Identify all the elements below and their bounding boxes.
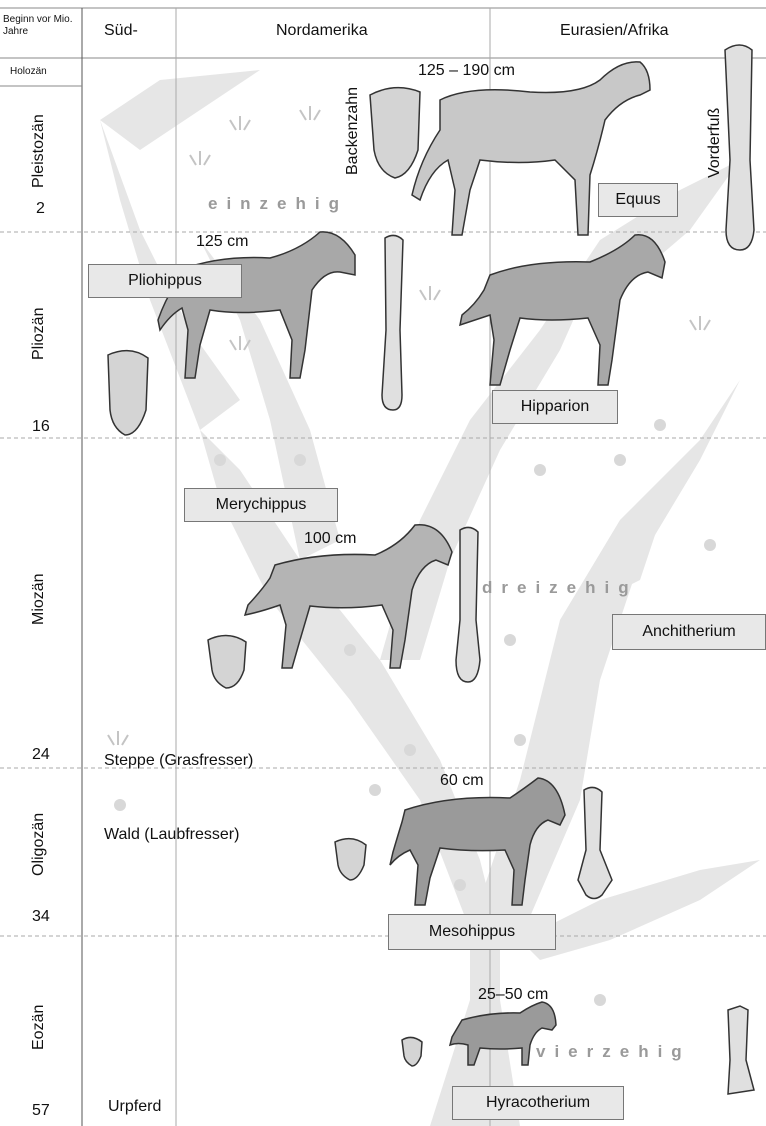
species-box-pliohippus: Pliohippus bbox=[88, 264, 242, 298]
era-start-pliozaen: 16 bbox=[32, 418, 50, 436]
label-dreizehig: dreizehig bbox=[482, 578, 638, 598]
era-label-pliozaen: Pliozän bbox=[30, 308, 48, 360]
label-einzehig: einzehig bbox=[208, 194, 348, 214]
hipparion-horse-illustration bbox=[460, 235, 665, 385]
species-box-hipparion: Hipparion bbox=[492, 390, 618, 424]
label-vorderfuss: Vorderfuß bbox=[706, 108, 724, 178]
legend-steppe: Steppe (Grasfresser) bbox=[104, 752, 253, 770]
size-equus: 125 – 190 cm bbox=[418, 62, 515, 80]
phylogenetic-tree bbox=[100, 70, 760, 1126]
era-label-oligozaen: Oligozän bbox=[30, 813, 48, 876]
column-header-north-america: Nordamerika bbox=[276, 22, 368, 40]
era-start-oligozaen: 34 bbox=[32, 908, 50, 926]
era-label-eozaen: Eozän bbox=[30, 1005, 48, 1050]
legend-wald: Wald (Laubfresser) bbox=[104, 826, 239, 844]
size-merychippus: 100 cm bbox=[304, 530, 356, 548]
label-vierzehig: vierzehig bbox=[536, 1042, 691, 1062]
era-start-eozaen: 57 bbox=[32, 1102, 50, 1120]
size-hyracotherium: 25–50 cm bbox=[478, 986, 548, 1004]
column-header-south: Süd- bbox=[104, 22, 138, 40]
species-box-equus: Equus bbox=[598, 183, 678, 217]
era-label-miozaen: Miozän bbox=[30, 573, 48, 625]
size-pliohippus: 125 cm bbox=[196, 233, 248, 251]
species-box-mesohippus: Mesohippus bbox=[388, 914, 556, 950]
era-label-pleistozaen: Pleistozän bbox=[30, 114, 48, 188]
column-header-eurasia-africa: Eurasien/Afrika bbox=[560, 22, 669, 40]
era-start-pleistozaen: 2 bbox=[36, 200, 45, 218]
species-box-hyracotherium: Hyracotherium bbox=[452, 1086, 624, 1120]
era-label-holozaen: Holozän bbox=[10, 66, 47, 77]
size-mesohippus: 60 cm bbox=[440, 772, 484, 790]
label-backenzahn: Backenzahn bbox=[344, 87, 362, 175]
era-start-miozaen: 24 bbox=[32, 746, 50, 764]
label-urpferd: Urpferd bbox=[108, 1098, 161, 1116]
species-box-merychippus: Merychippus bbox=[184, 488, 338, 522]
time-column-header: Beginn vor Mio. Jahre bbox=[3, 14, 81, 38]
species-box-anchitherium: Anchitherium bbox=[612, 614, 766, 650]
